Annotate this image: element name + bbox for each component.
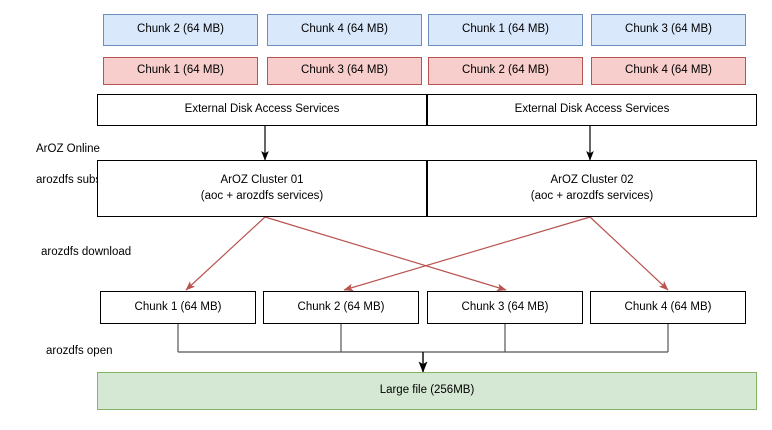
blue-chunk-label-1: Chunk 2 (64 MB) xyxy=(137,23,224,36)
cluster-name-01: ArOZ Cluster 01 xyxy=(220,173,304,186)
external-disk-access-services-box-2[interactable]: External Disk Access Services xyxy=(427,94,757,126)
cluster-box-02[interactable]: ArOZ Cluster 02 (aoc + arozdfs services) xyxy=(427,160,757,217)
subsystem-caption: ArOZ Online arozdfs subsystem xyxy=(36,126,166,204)
red-chunk-label-3: Chunk 2 (64 MB) xyxy=(462,64,549,77)
red-chunk-label-2: Chunk 3 (64 MB) xyxy=(301,64,388,77)
cluster-name-02: ArOZ Cluster 02 xyxy=(550,173,634,186)
external-disk-access-services-label-2: External Disk Access Services xyxy=(514,103,670,116)
chunk-merge-bus xyxy=(177,324,669,353)
red-chunk-label-4: Chunk 4 (64 MB) xyxy=(625,64,712,77)
arrow-cluster02-to-chunk2 xyxy=(343,216,591,292)
blue-chunk-label-2: Chunk 4 (64 MB) xyxy=(301,23,388,36)
blue-chunk-box-1[interactable]: Chunk 2 (64 MB) xyxy=(103,14,258,46)
arrow-cluster02-to-chunk4 xyxy=(589,216,669,291)
downloaded-chunk-box-1[interactable]: Chunk 1 (64 MB) xyxy=(100,291,256,324)
downloaded-chunk-box-4[interactable]: Chunk 4 (64 MB) xyxy=(590,291,746,324)
red-chunk-box-3[interactable]: Chunk 2 (64 MB) xyxy=(428,57,583,85)
red-chunk-label-1: Chunk 1 (64 MB) xyxy=(137,64,224,77)
blue-chunk-box-4[interactable]: Chunk 3 (64 MB) xyxy=(591,14,746,46)
arozdfs-download-caption: arozdfs download xyxy=(41,246,132,258)
external-disk-access-services-label-1: External Disk Access Services xyxy=(184,103,340,116)
blue-chunk-label-4: Chunk 3 (64 MB) xyxy=(625,23,712,36)
arrow-cluster01-to-chunk3 xyxy=(264,216,507,292)
large-file-box[interactable]: Large file (256MB) xyxy=(97,372,757,410)
arrow-cluster01-to-chunk1 xyxy=(185,216,266,291)
large-file-label: Large file (256MB) xyxy=(379,384,475,397)
cluster-services-02: (aoc + arozdfs services) xyxy=(530,189,654,202)
subsystem-caption-line-1: ArOZ Online xyxy=(36,142,100,155)
arozdfs-open-caption: arozdfs open xyxy=(46,345,113,357)
downloaded-chunk-box-2[interactable]: Chunk 2 (64 MB) xyxy=(263,291,419,324)
downloaded-chunk-label-4: Chunk 4 (64 MB) xyxy=(624,300,712,313)
cluster-box-01[interactable]: ArOZ Cluster 01 (aoc + arozdfs services) xyxy=(97,160,427,217)
downloaded-chunk-box-3[interactable]: Chunk 3 (64 MB) xyxy=(427,291,583,324)
external-disk-access-services-box-1[interactable]: External Disk Access Services xyxy=(97,94,427,126)
red-chunk-box-1[interactable]: Chunk 1 (64 MB) xyxy=(103,57,258,85)
downloaded-chunk-label-2: Chunk 2 (64 MB) xyxy=(297,300,385,313)
downloaded-chunk-label-1: Chunk 1 (64 MB) xyxy=(134,300,222,313)
blue-chunk-box-2[interactable]: Chunk 4 (64 MB) xyxy=(267,14,422,46)
red-chunk-box-2[interactable]: Chunk 3 (64 MB) xyxy=(267,57,422,85)
red-chunk-box-4[interactable]: Chunk 4 (64 MB) xyxy=(591,57,746,85)
downloaded-chunk-label-3: Chunk 3 (64 MB) xyxy=(461,300,549,313)
blue-chunk-box-3[interactable]: Chunk 1 (64 MB) xyxy=(428,14,583,46)
cluster-services-01: (aoc + arozdfs services) xyxy=(200,189,324,202)
blue-chunk-label-3: Chunk 1 (64 MB) xyxy=(462,23,549,36)
